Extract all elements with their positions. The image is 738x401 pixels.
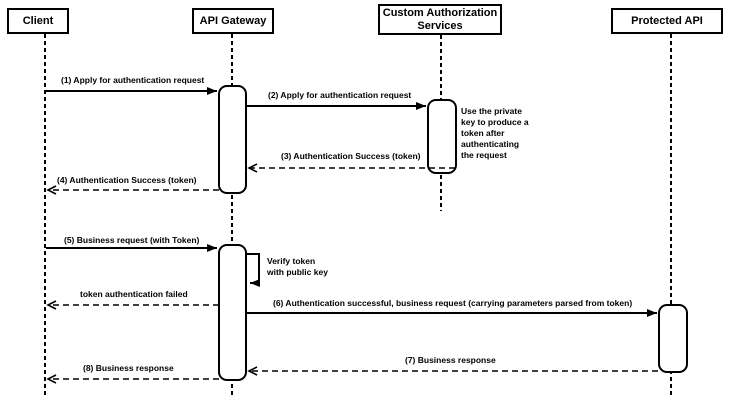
self-message-label: Verify token with public key (267, 256, 328, 277)
actor-box-custom-authorization-services: Custom Authorization Services (378, 4, 502, 35)
message-label-8: (8) Business response (83, 363, 174, 373)
activation-api-gateway-business (218, 244, 247, 381)
actor-box-protected-api: Protected API (611, 8, 723, 34)
activation-api-gateway-auth (218, 85, 247, 194)
actor-label-api-gateway: API Gateway (199, 14, 267, 27)
message-label-token-failed: token authentication failed (80, 289, 188, 299)
message-label-1: (1) Apply for authentication request (61, 75, 205, 85)
actor-label-protected-api: Protected API (631, 14, 703, 27)
activation-custom-authorization-services (427, 99, 457, 174)
arrow-self-message-verify-token (247, 253, 260, 287)
actor-label-client: Client (22, 14, 54, 27)
message-label-4: (4) Authentication Success (token) (57, 175, 197, 185)
message-label-5: (5) Business request (with Token) (64, 235, 200, 245)
message-label-7: (7) Business response (405, 355, 496, 365)
actor-box-client: Client (7, 8, 69, 34)
message-label-2: (2) Apply for authentication request (268, 90, 412, 100)
activation-protected-api (658, 304, 688, 373)
note-private-key: Use the private key to produce a token a… (461, 106, 529, 160)
message-label-6: (6) Authentication successful, business … (273, 298, 633, 308)
message-label-3: (3) Authentication Success (token) (281, 151, 421, 161)
actor-box-api-gateway: API Gateway (192, 8, 274, 34)
actor-label-custom-authorization-services: Custom Authorization Services (382, 6, 498, 32)
